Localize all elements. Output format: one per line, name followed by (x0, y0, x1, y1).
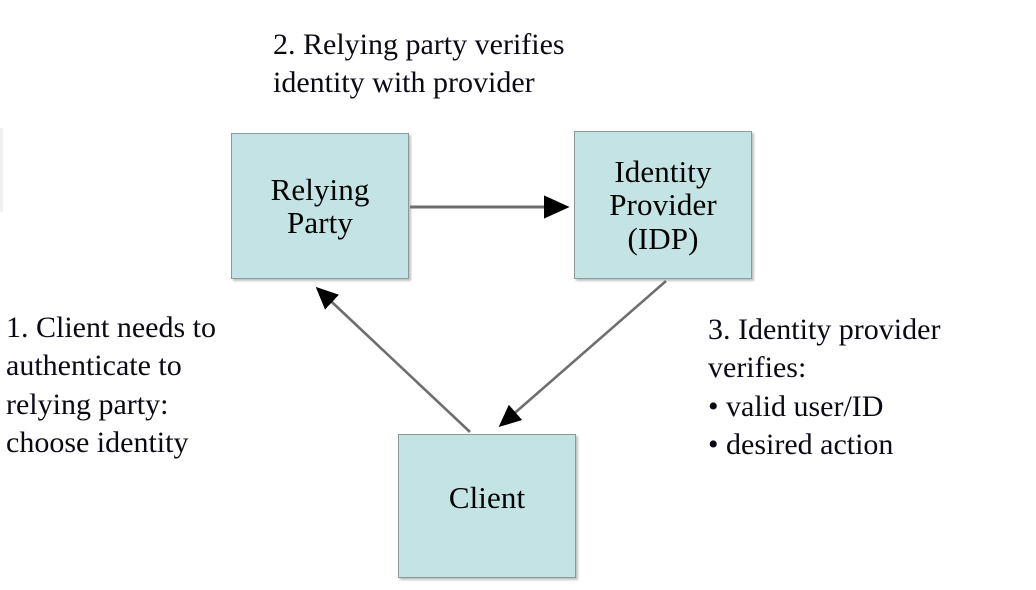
node-identity-provider[interactable]: Identity Provider (IDP) (574, 131, 752, 279)
caption-step-1-line-4: choose identity (6, 426, 189, 460)
node-client[interactable]: Client (398, 434, 576, 578)
caption-step-1-line-3: relying party: (6, 387, 169, 421)
node-identity-provider-line-2: Provider (609, 187, 717, 223)
caption-step-1: 1. Client needs to authenticate to relyi… (6, 309, 216, 463)
caption-step-2-line-2: identity with provider (273, 66, 535, 100)
caption-step-2: 2. Relying party verifies identity with … (273, 26, 565, 103)
node-relying-party[interactable]: Relying Party (231, 133, 409, 279)
node-relying-party-line-2: Party (287, 205, 353, 240)
node-identity-provider-line-1: Identity (614, 153, 712, 189)
caption-step-3: 3. Identity provider verifies: • valid u… (708, 311, 940, 465)
caption-step-3-line-1: 3. Identity provider (708, 313, 941, 346)
caption-step-1-line-2: authenticate to (6, 349, 182, 383)
node-client-line-1: Client (448, 480, 526, 515)
caption-step-3-bullet-2: • desired action (708, 428, 894, 462)
caption-step-3-bullet-1: • valid user/ID (708, 389, 884, 423)
arrow-identity-provider-to-client (498, 280, 667, 428)
node-relying-party-line-1: Relying (270, 171, 370, 207)
caption-step-1-line-1: 1. Client needs to (6, 311, 216, 344)
arrow-client-to-relying-party (315, 286, 471, 433)
left-edge-artifact (0, 128, 3, 212)
node-identity-provider-label: Identity Provider (IDP) (609, 153, 717, 256)
node-client-label: Client (448, 480, 526, 515)
node-identity-provider-line-3: (IDP) (627, 220, 699, 256)
caption-step-2-line-1: 2. Relying party verifies (273, 28, 565, 61)
caption-step-3-line-2: verifies: (708, 351, 807, 385)
node-relying-party-label: Relying Party (270, 171, 370, 240)
